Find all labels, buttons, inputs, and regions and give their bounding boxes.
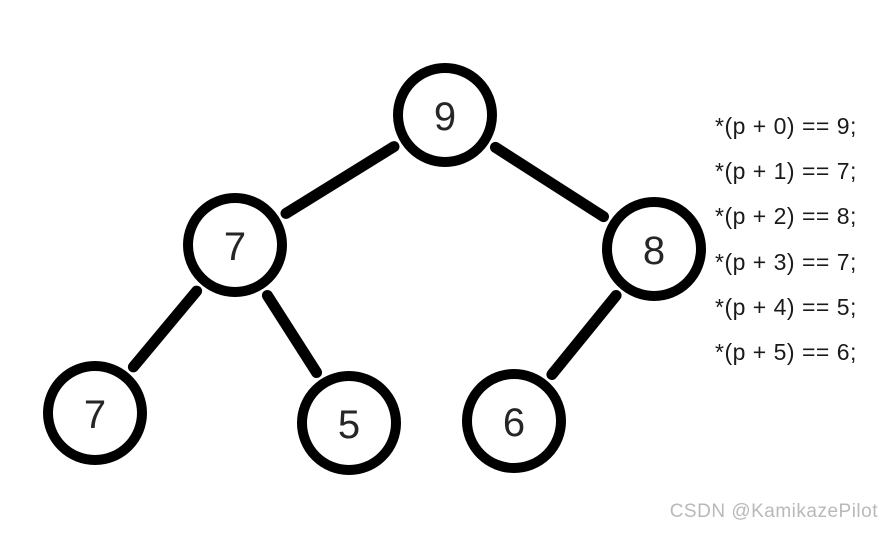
- pointer-expressions-block: *(p + 0) == 9; *(p + 1) == 7; *(p + 2) =…: [715, 104, 857, 375]
- tree-node-label: 7: [224, 225, 246, 269]
- tree-node-n5: 6: [462, 369, 566, 473]
- tree-node-label: 5: [338, 403, 360, 447]
- tree-node-circle: [183, 193, 287, 297]
- code-line-2: *(p + 2) == 8;: [715, 203, 857, 230]
- tree-node-circle: [462, 369, 566, 473]
- code-line-1: *(p + 1) == 7;: [715, 158, 857, 185]
- tree-node-n4: 5: [297, 371, 401, 475]
- code-line-0: *(p + 0) == 9;: [715, 113, 857, 139]
- tree-node-label: 9: [434, 95, 456, 139]
- tree-node-n2: 8: [602, 197, 706, 301]
- csdn-watermark: CSDN @KamikazePilot: [669, 501, 878, 522]
- tree-node-circle: [602, 197, 706, 301]
- code-line-5: *(p + 5) == 6;: [715, 338, 857, 365]
- tree-node-n1: 7: [183, 193, 287, 297]
- tree-node-label: 8: [643, 229, 665, 273]
- tree-node-n0: 9: [393, 63, 497, 167]
- tree-edge-n0-n1: [280, 141, 400, 219]
- code-line-4: *(p + 4) == 5;: [715, 293, 857, 320]
- tree-edge-n1-n3: [127, 285, 203, 373]
- tree-node-n3: 7: [43, 361, 147, 465]
- tree-node-label: 7: [84, 393, 106, 437]
- tree-edge-n1-n4: [261, 290, 323, 378]
- tree-node-circle: [43, 361, 147, 465]
- tree-node-circle: [393, 63, 497, 167]
- tree-edge-n0-n2: [490, 141, 609, 223]
- code-line-3: *(p + 3) == 7;: [715, 248, 857, 275]
- tree-edge-n2-n5: [546, 290, 622, 380]
- tree-node-circle: [297, 371, 401, 475]
- tree-node-label: 6: [503, 401, 525, 445]
